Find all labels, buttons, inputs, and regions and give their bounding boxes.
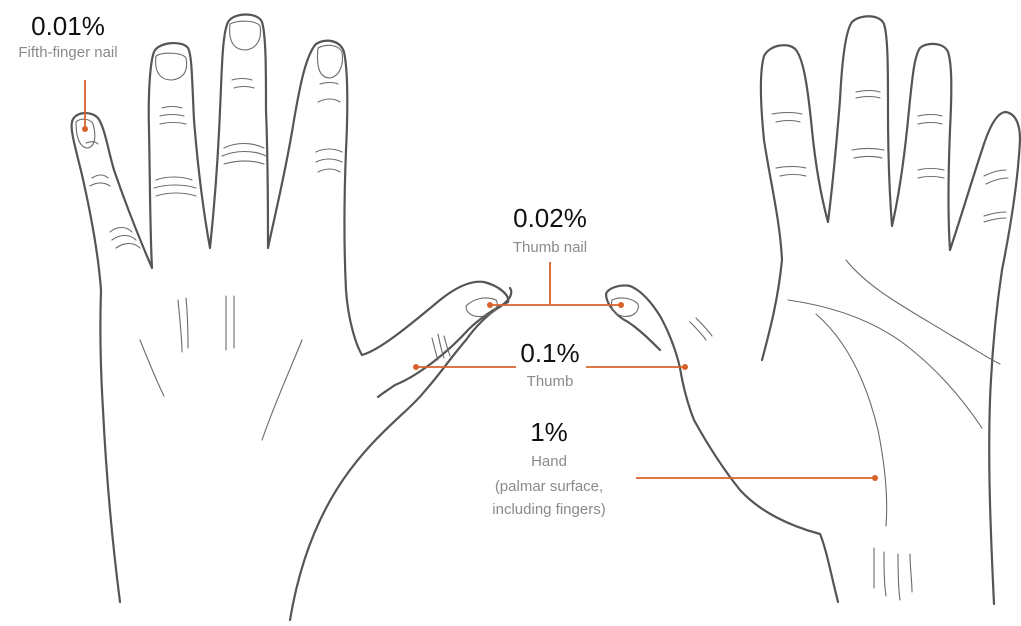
annotation-thumb-nail: 0.02% Thumb nail (487, 203, 624, 308)
fifth-nail-dot (82, 126, 88, 132)
annotation-hand: 1% Hand (palmar surface, including finge… (492, 417, 878, 518)
fifth-nail-percent: 0.01% (31, 11, 105, 41)
hand-label-line-2: (palmar surface, (495, 478, 603, 495)
hand-label-line-1: Hand (531, 453, 567, 470)
right-hand-drawing (761, 16, 1020, 604)
thumb-nail-left (466, 298, 497, 317)
hand-percent: 1% (530, 417, 568, 447)
thumb-nail-label: Thumb nail (513, 239, 587, 256)
thumb-nail-dot-right (618, 302, 624, 308)
thumb-dot-left (413, 364, 419, 370)
left-hand-drawing (72, 15, 509, 603)
hand-label-line-3: including fingers) (492, 501, 605, 518)
right-thumb-outline (606, 285, 838, 602)
annotation-thumb: 0.1% Thumb (413, 338, 688, 390)
left-thumb-outline (290, 288, 511, 620)
thumb-nail-percent: 0.02% (513, 203, 587, 233)
hand-dot (872, 475, 878, 481)
thumb-percent: 0.1% (520, 338, 579, 368)
right-hand-outline (761, 16, 1020, 604)
fifth-nail-label: Fifth-finger nail (18, 44, 117, 61)
left-hand-outline (72, 15, 509, 603)
annotation-fifth-finger-nail: 0.01% Fifth-finger nail (18, 11, 117, 132)
thumb-nail-dot-left (487, 302, 493, 308)
thumb-label: Thumb (527, 373, 574, 390)
thumb-dot-right (682, 364, 688, 370)
